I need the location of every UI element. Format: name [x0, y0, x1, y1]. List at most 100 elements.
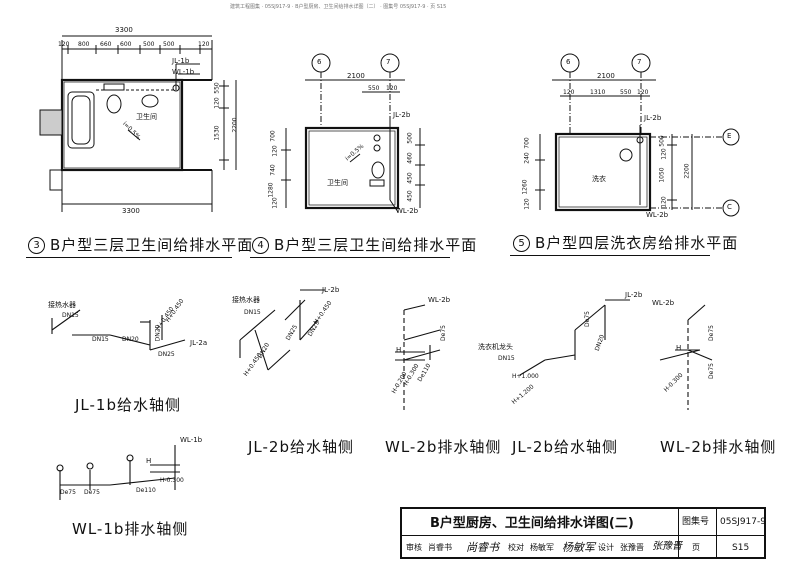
title-block-divider: [678, 509, 679, 557]
axo-6-label-0: WL-1b: [180, 436, 203, 444]
plan-5-left-dim-1: 240: [523, 152, 531, 164]
review-label: 审核: [406, 543, 422, 552]
plan-3-dim-2: 660: [100, 41, 112, 48]
axo-1-caption: JL-1b给水轴侧: [75, 396, 181, 414]
checker-name: 杨敏军: [530, 543, 554, 552]
axo-3-label-2: De75: [439, 325, 447, 341]
plan-5-drawing: [535, 53, 740, 217]
plan-5-top-dim-1: 1310: [590, 89, 606, 96]
axo-2-label-2: JL-2b: [322, 286, 340, 294]
designer-name: 张豫晋: [620, 543, 644, 552]
axo-6-label-4: De110: [136, 487, 156, 494]
axo-6-caption: WL-1b排水轴侧: [72, 520, 189, 538]
axo-6-label-1: H: [146, 457, 152, 465]
axo-jl-2b: [239, 289, 325, 371]
plan-3-room-label: 卫生间: [136, 113, 157, 121]
axo-1-label-3: DN20: [122, 336, 139, 343]
axo-5-label-3: De75: [707, 363, 715, 379]
plan-4-right-dim-2: 450: [406, 172, 414, 184]
title-block: B户型厨房、卫生间给排水详图(二) 图集号 05SJ917-9 审核 肖睿书 尚…: [400, 507, 766, 559]
atlas-number: 05SJ917-9: [720, 517, 766, 527]
plan-3-total-bottom: 3300: [122, 207, 140, 215]
axo-6-label-5: H-0.300: [160, 477, 184, 484]
plan-5-top-dim-3: 120: [637, 89, 649, 96]
axo-5-label-2: De75: [707, 325, 715, 341]
plan-5-left-dim-0: 700: [523, 137, 531, 149]
plan-5-right-dim-4: 2200: [683, 163, 691, 179]
design-label: 设计: [598, 543, 614, 552]
page-number: S15: [732, 543, 750, 553]
plan-3-riser-jl: JL-1b: [172, 57, 190, 65]
plan-5-riser-jl: JL-2b: [644, 114, 662, 122]
plan-5-right-dim-3: 120: [660, 196, 668, 208]
plan-5-top-dim-0: 120: [563, 89, 575, 96]
plan-4-top-dim-1: 120: [386, 85, 398, 92]
axo-jl-2b-b: [519, 299, 630, 376]
atlas-label: 图集号: [682, 517, 710, 527]
plan-5-caption-underline: [510, 255, 710, 256]
plan-4-number: 4: [252, 237, 269, 254]
plan-3-dim-3: 600: [120, 41, 132, 48]
reviewer-signature: 尚睿书: [466, 541, 499, 554]
plan-5-right-dim-2: 1050: [658, 167, 666, 183]
plan-4-right-dim-1: 460: [406, 152, 414, 164]
axo-5-caption: WL-2b排水轴侧: [660, 438, 777, 456]
plan-4-axis-7: 7: [386, 58, 391, 66]
axo-4-label-4: De75: [583, 311, 591, 327]
axo-1-label-0: 接热水器: [48, 301, 76, 309]
plan-4-caption-underline: [250, 257, 450, 258]
plan-4-riser-wl: WL-2b: [396, 207, 419, 215]
axo-3-label-1: H: [396, 346, 402, 354]
designer-signature: 张豫晋: [652, 541, 682, 552]
plan-5-axis-e: E: [727, 132, 732, 140]
axo-4-label-1: 洗衣机龙头: [478, 343, 513, 351]
plan-5-left-dim-2: 1260: [521, 179, 529, 195]
plan-5-right-dim-0: 500: [658, 135, 666, 147]
axo-4-label-5: H+1.000: [512, 373, 539, 380]
header-note: 建筑工程图集 · 05SJ917-9 · B户型厨房、卫生间给排水详图（二） ·…: [230, 4, 447, 10]
axo-2-caption: JL-2b给水轴侧: [248, 438, 354, 456]
axo-1-label-5: DN25: [158, 351, 175, 358]
axo-5-label-1: H: [676, 344, 682, 352]
reviewer-name: 肖睿书: [428, 543, 452, 552]
axo-2-label-1: DN15: [244, 309, 261, 316]
axo-2-label-0: 接热水器: [232, 296, 260, 304]
plan-4-left-dim-0: 700: [269, 130, 277, 142]
check-label: 校对: [508, 543, 524, 552]
plan-3-side-dim-0: 550: [213, 82, 221, 94]
axo-6-label-3: De75: [84, 489, 100, 496]
plan-3-number: 3: [28, 237, 45, 254]
plan-5-axis-7: 7: [637, 58, 642, 66]
plan-4-left-dim-3: 1280: [267, 182, 275, 198]
plan-5-riser-wl: WL-2b: [646, 211, 669, 219]
axo-wl-2b-b: [659, 304, 713, 410]
plan-3-side-dim-1: 120: [213, 97, 221, 109]
axo-4-label-0: JL-2b: [625, 291, 643, 299]
axo-jl-1b: [51, 309, 186, 351]
title-block-divider: [402, 535, 764, 536]
plan-5-number: 5: [513, 235, 530, 252]
plan-5-left-dim-3: 120: [523, 198, 531, 210]
axo-5-label-0: WL-2b: [652, 299, 675, 307]
plan-3-side-dim-2: 1530: [213, 125, 221, 141]
plan-3-total-top: 3300: [115, 26, 133, 34]
plan-3-riser-wl: WL-1b: [172, 68, 195, 76]
plan-5-top-dim-2: 550: [620, 89, 632, 96]
plan-3-dim-6: 120: [198, 41, 210, 48]
checker-signature: 杨敏军: [562, 541, 595, 554]
axo-wl-2b-a: [395, 304, 441, 410]
title-block-divider: [716, 509, 717, 557]
plan-4-left-dim-2: 740: [269, 164, 277, 176]
plan-5-caption: B户型四层洗衣房给排水平面: [535, 234, 739, 252]
plan-3-dim-0: 120: [58, 41, 70, 48]
plan-5-total-top: 2100: [597, 72, 615, 80]
plan-4-drawing: [281, 53, 425, 213]
axo-wl-1b: [56, 445, 180, 500]
plan-4-room-label: 卫生间: [327, 179, 348, 187]
plan-3-side-dim-3: 2200: [231, 117, 239, 133]
plan-4-left-dim-1: 120: [271, 145, 279, 157]
plan-3-drawing: [39, 35, 237, 212]
plan-3-dim-1: 800: [78, 41, 90, 48]
axo-4-caption: JL-2b给水轴侧: [512, 438, 618, 456]
axo-1-label-1: DN15: [62, 312, 79, 319]
